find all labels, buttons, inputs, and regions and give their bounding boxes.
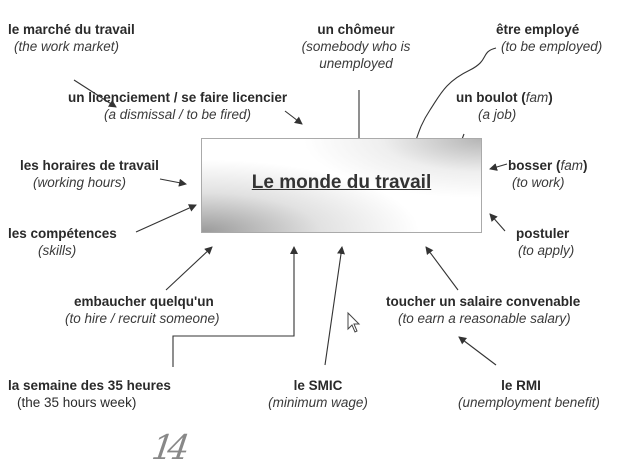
term-horaires-fr: les horaires de travail	[20, 158, 159, 173]
arrow-horaires	[159, 178, 187, 187]
arrow-semaine	[172, 246, 298, 367]
term-boulot-fr: un boulot (fam)	[456, 89, 553, 106]
boulot-close: )	[548, 90, 553, 105]
arrow-competences	[135, 204, 197, 233]
term-horaires-en: (working hours)	[33, 175, 127, 190]
arrow-salaire	[425, 246, 459, 291]
term-licenciement-fr: un licenciement / se faire licencier	[68, 90, 288, 105]
central-title: Le monde du travail	[251, 172, 432, 193]
term-chomeur-fr: un chômeur	[317, 22, 395, 37]
term-competences-en: (skills)	[38, 243, 77, 258]
handwritten-page-mark: 14	[149, 428, 187, 468]
arrow-smic	[324, 246, 345, 366]
boulot-fam: fam	[525, 90, 549, 105]
term-smic-en: (minimum wage)	[268, 395, 368, 410]
arrow-embaucher	[165, 246, 213, 291]
term-employe-en: (to be employed)	[501, 39, 603, 54]
arrow-licenciement	[284, 110, 303, 125]
term-embaucher-fr: embaucher quelqu'un	[74, 294, 214, 309]
term-rmi-en: (unemployment benefit)	[458, 395, 600, 410]
term-salaire-en: (to earn a reasonable salary)	[398, 311, 571, 326]
term-employe-fr: être employé	[496, 22, 580, 37]
term-marche-en: (the work market)	[14, 39, 120, 54]
term-smic-fr: le SMIC	[293, 378, 343, 393]
arrow-bosser	[489, 163, 508, 171]
term-salaire-fr: toucher un salaire convenable	[386, 294, 581, 309]
term-embaucher-en: (to hire / recruit someone)	[65, 311, 220, 326]
term-semaine-fr: la semaine des 35 heures	[8, 378, 171, 393]
central-topic-box: Le monde du travail	[201, 138, 482, 233]
arrow-rmi	[458, 336, 497, 366]
bosser-close: )	[583, 158, 588, 173]
arrow-marche	[73, 79, 117, 108]
bosser-label: bosser (	[508, 158, 561, 173]
arrow-postuler	[489, 213, 506, 232]
term-boulot-en: (a job)	[478, 107, 517, 122]
term-competences-fr: les compétences	[8, 226, 117, 241]
term-chomeur-en1: (somebody who is	[301, 39, 411, 54]
term-bosser-fr: bosser (fam)	[508, 157, 588, 174]
term-licenciement-en: (a dismissal / to be fired)	[104, 107, 252, 122]
bosser-fam: fam	[560, 158, 584, 173]
term-semaine-en: (the 35 hours week)	[17, 395, 137, 410]
term-postuler-en: (to apply)	[518, 243, 575, 258]
term-chomeur-en2: unemployed	[319, 56, 393, 71]
boulot-label: un boulot (	[456, 90, 526, 105]
term-marche-fr: le marché du travail	[8, 22, 135, 37]
term-rmi-fr: le RMI	[501, 378, 541, 393]
term-postuler-fr: postuler	[516, 226, 570, 241]
arrow-employe	[412, 47, 497, 147]
term-bosser-en: (to work)	[512, 175, 565, 190]
mouse-cursor-icon	[347, 311, 361, 333]
